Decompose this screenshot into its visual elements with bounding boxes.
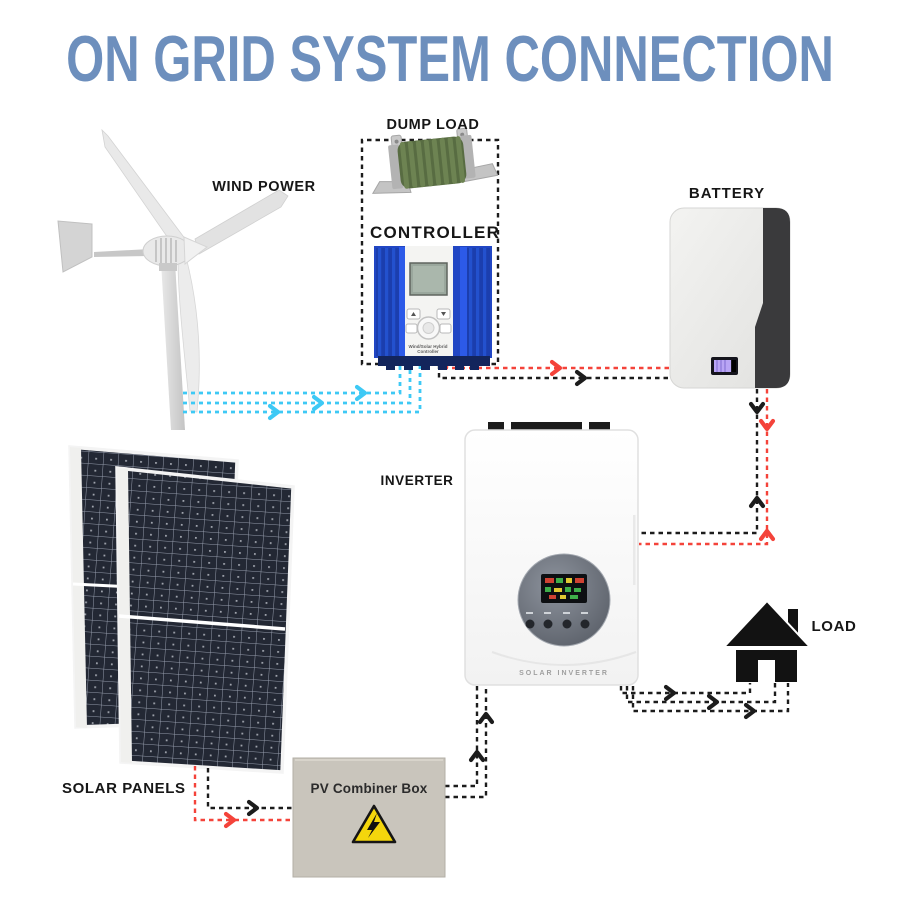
- turbine-tail-fin: [57, 220, 93, 273]
- turbine-yaw-mount: [159, 263, 177, 271]
- inverter-lcd: [541, 574, 587, 603]
- turbine-blade-right: [194, 189, 289, 255]
- connection-wind-to-controller: [183, 366, 422, 421]
- connection-inverter-to-load: [619, 683, 790, 720]
- label-pv-combiner-box: PV Combiner Box: [310, 781, 428, 796]
- label-load: LOAD: [811, 618, 857, 635]
- inverter-buttons: [525, 612, 590, 629]
- label-dump-load: DUMP LOAD: [386, 117, 480, 133]
- page-title: ON GRID SYSTEM CONNECTION: [66, 22, 834, 96]
- inverter-mounting-bracket: [488, 422, 610, 431]
- pv-combiner-box: [292, 757, 446, 878]
- label-inverter: INVERTER: [380, 473, 454, 488]
- connection-solar-to-combiner-positive: [193, 766, 292, 829]
- controller-device: [374, 246, 492, 370]
- connection-controller-to-battery-negative: [437, 356, 671, 387]
- connection-combiner-to-inverter: [445, 686, 495, 799]
- label-controller: CONTROLLER: [370, 223, 501, 242]
- turbine-blade-down: [177, 256, 200, 413]
- label-solar-panels: SOLAR PANELS: [62, 780, 186, 797]
- connection-battery-to-inverter-positive: [639, 389, 776, 546]
- house-door: [758, 660, 775, 682]
- controller-buttons: [405, 308, 452, 340]
- turbine-pole: [161, 262, 185, 430]
- label-battery: BATTERY: [688, 185, 766, 202]
- turbine-tail-boom: [94, 249, 150, 257]
- connection-solar-to-combiner-negative: [206, 768, 292, 817]
- house-roof: [721, 599, 813, 648]
- turbine-generator-ribs: [155, 238, 177, 264]
- controller-terminal-base: [378, 356, 490, 366]
- battery-display: [711, 357, 738, 375]
- battery-side-panel: [755, 208, 790, 388]
- turbine-blade-up: [101, 128, 187, 252]
- load-house-icon: [721, 599, 813, 682]
- controller-caption: Wind/Solar Hybrid Controller: [408, 344, 448, 355]
- inverter-unit: [464, 422, 639, 686]
- house-chimney: [788, 609, 798, 635]
- warning-triangle-icon: [351, 804, 397, 844]
- solar-panel-front: [115, 466, 295, 774]
- connection-battery-to-inverter-negative: [639, 389, 766, 535]
- label-wind-power: WIND POWER: [212, 179, 316, 195]
- solar-panels: [68, 445, 295, 774]
- battery-unit: [669, 207, 791, 389]
- wind-turbine: [57, 128, 289, 430]
- inverter-caption: SOLAR INVERTER: [519, 670, 609, 677]
- turbine-hub-cone: [183, 236, 208, 265]
- dump-load-resistor: [371, 127, 499, 194]
- wind-arrows: [267, 384, 368, 421]
